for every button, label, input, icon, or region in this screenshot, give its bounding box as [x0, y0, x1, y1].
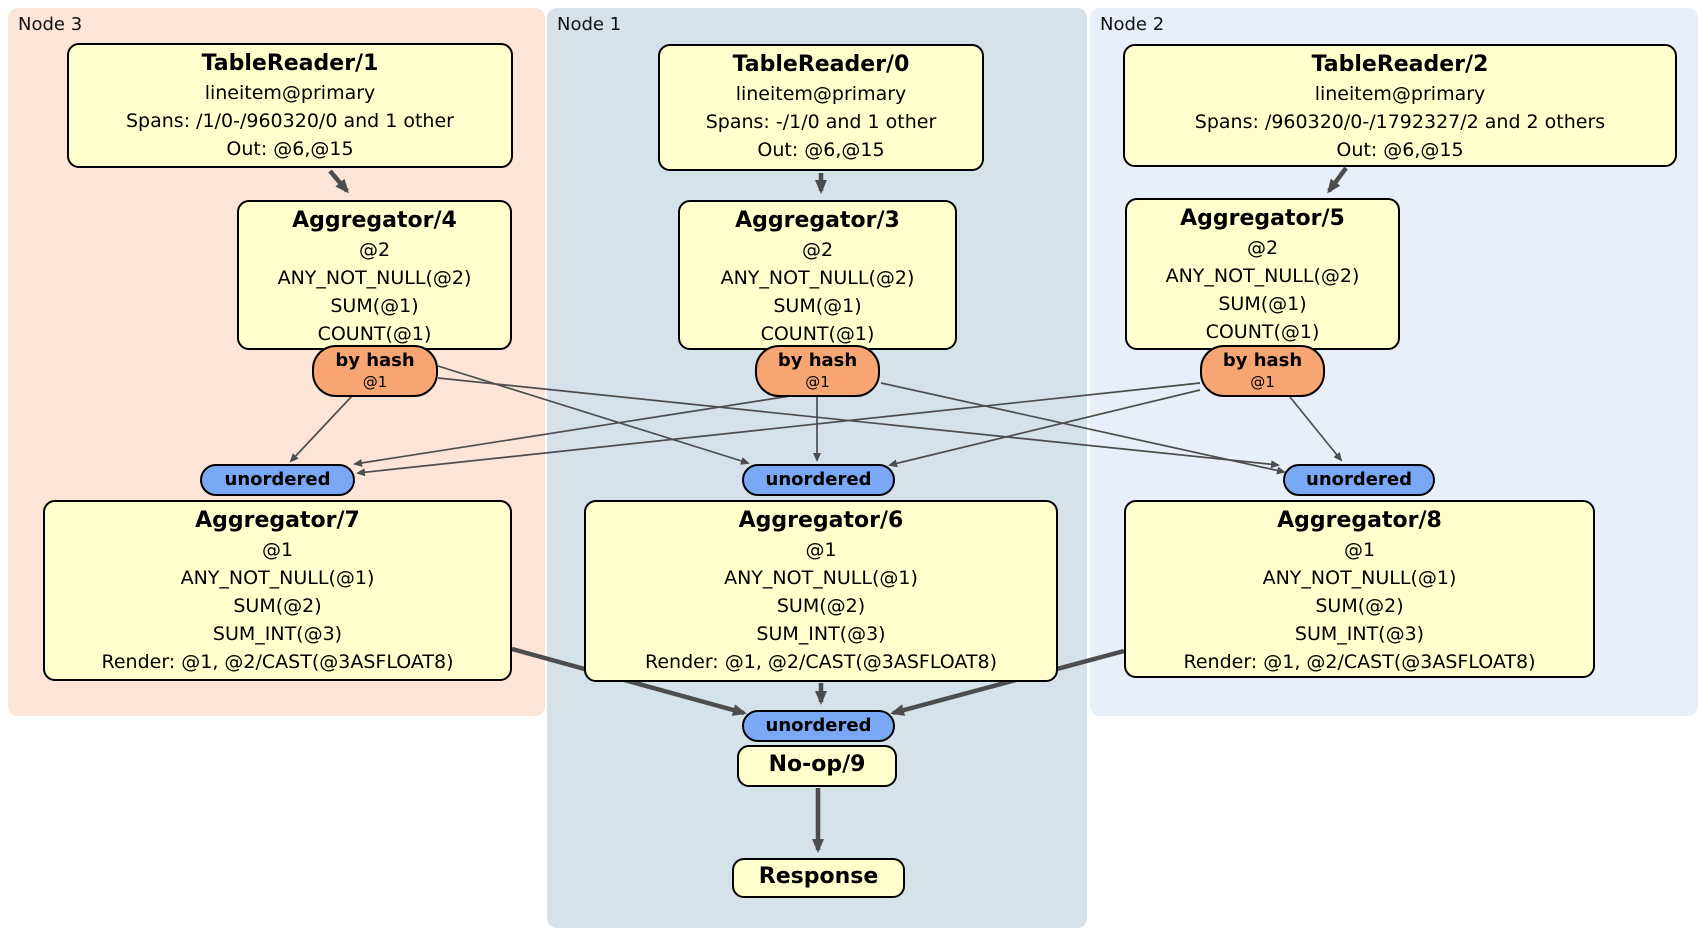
- router-label: by hash: [1222, 350, 1303, 371]
- processor-title: Aggregator/4: [292, 208, 457, 233]
- router-label: by hash: [777, 350, 858, 371]
- processor-title: No-op/9: [768, 752, 866, 777]
- processor-aggregator4: Aggregator/4 @2 ANY_NOT_NULL(@2) SUM(@1)…: [237, 200, 512, 350]
- router-detail: @1: [1250, 373, 1275, 391]
- processor-tablereader1: TableReader/1 lineitem@primary Spans: /1…: [67, 43, 513, 168]
- processor-detail: SUM(@2): [776, 595, 866, 617]
- processor-title: Aggregator/7: [195, 508, 360, 533]
- processor-tablereader0: TableReader/0 lineitem@primary Spans: -/…: [658, 44, 984, 171]
- processor-title: TableReader/0: [732, 52, 910, 77]
- processor-detail: ANY_NOT_NULL(@2): [1165, 265, 1360, 287]
- edge-aggregator8-to-unordered9: [890, 648, 1125, 716]
- processor-tablereader2: TableReader/2 lineitem@primary Spans: /9…: [1123, 44, 1677, 167]
- processor-detail: lineitem@primary: [735, 83, 907, 105]
- router-label: by hash: [335, 350, 415, 371]
- processor-detail: Render: @1, @2/CAST(@3ASFLOAT8): [1183, 651, 1536, 673]
- processor-detail: ANY_NOT_NULL(@2): [720, 267, 915, 289]
- stream-unordered-aggregator8: unordered: [1283, 464, 1435, 496]
- processor-detail: lineitem@primary: [204, 82, 376, 104]
- processor-detail: @2: [1246, 237, 1279, 259]
- processor-detail: @1: [1343, 539, 1376, 561]
- processor-detail: Spans: -/1/0 and 1 other: [705, 111, 937, 133]
- processor-detail: ANY_NOT_NULL(@1): [724, 567, 918, 589]
- processor-detail: @1: [261, 539, 294, 561]
- processor-aggregator7: Aggregator/7 @1 ANY_NOT_NULL(@1) SUM(@2)…: [43, 500, 512, 681]
- stream-unordered-aggregator6: unordered: [742, 464, 895, 496]
- stream-unordered-noop9: unordered: [742, 710, 895, 742]
- processor-detail: SUM(@1): [1218, 293, 1307, 315]
- stream-label: unordered: [1306, 469, 1412, 490]
- processor-title: Response: [758, 864, 879, 889]
- processor-detail: ANY_NOT_NULL(@1): [180, 567, 375, 589]
- router-byhash-node1: by hash @1: [755, 345, 880, 397]
- processor-detail: SUM(@2): [1315, 595, 1404, 617]
- processor-detail: SUM(@2): [233, 595, 322, 617]
- processor-detail: Out: @6,@15: [757, 139, 885, 161]
- processor-detail: ANY_NOT_NULL(@1): [1262, 567, 1457, 589]
- router-byhash-node2: by hash @1: [1200, 345, 1325, 397]
- router-detail: @1: [362, 373, 388, 391]
- stream-label: unordered: [765, 715, 872, 736]
- edge-byhash5-to-unordered8: [1289, 396, 1343, 462]
- edge-tablereader1-to-aggregator4: [328, 169, 349, 194]
- processor-detail: SUM(@1): [330, 295, 419, 317]
- edge-byhash5-to-unordered6: [888, 389, 1201, 468]
- processor-aggregator6: Aggregator/6 @1 ANY_NOT_NULL(@1) SUM(@2)…: [584, 500, 1058, 682]
- processor-detail: Spans: /960320/0-/1792327/2 and 2 others: [1194, 111, 1606, 133]
- processor-response: Response: [732, 858, 905, 898]
- processor-detail: COUNT(@1): [1205, 321, 1320, 343]
- edge-byhash4-to-unordered7: [289, 395, 353, 463]
- edge-tablereader2-to-aggregator5: [1327, 166, 1348, 194]
- processor-title: Aggregator/5: [1180, 206, 1345, 231]
- processor-detail: SUM_INT(@3): [756, 623, 886, 645]
- processor-aggregator5: Aggregator/5 @2 ANY_NOT_NULL(@2) SUM(@1)…: [1125, 198, 1400, 350]
- processor-aggregator3: Aggregator/3 @2 ANY_NOT_NULL(@2) SUM(@1)…: [678, 200, 957, 350]
- processor-detail: Out: @6,@15: [1336, 139, 1464, 161]
- edge-byhash3-to-unordered8: [880, 382, 1286, 475]
- processor-detail: ANY_NOT_NULL(@2): [277, 267, 472, 289]
- processor-title: Aggregator/8: [1277, 508, 1442, 533]
- node3-region-label: Node 3: [18, 14, 83, 35]
- processor-title: TableReader/2: [1311, 52, 1489, 77]
- stream-label: unordered: [765, 469, 872, 490]
- node2-region-label: Node 2: [1100, 14, 1165, 35]
- processor-detail: Out: @6,@15: [226, 138, 354, 160]
- processor-detail: Render: @1, @2/CAST(@3ASFLOAT8): [101, 651, 454, 673]
- processor-noop9: No-op/9: [737, 745, 897, 787]
- processor-detail: COUNT(@1): [760, 323, 875, 345]
- processor-detail: SUM(@1): [773, 295, 862, 317]
- processor-detail: Spans: /1/0-/960320/0 and 1 other: [126, 110, 454, 132]
- processor-detail: @2: [358, 239, 391, 261]
- router-detail: @1: [805, 373, 830, 391]
- processor-title: Aggregator/3: [735, 208, 900, 233]
- processor-detail: COUNT(@1): [317, 323, 432, 345]
- processor-detail: lineitem@primary: [1314, 83, 1486, 105]
- processor-title: Aggregator/6: [738, 508, 904, 533]
- processor-detail: SUM_INT(@3): [1294, 623, 1425, 645]
- processor-detail: @2: [801, 239, 834, 261]
- edge-byhash3-to-unordered7: [353, 395, 791, 467]
- router-byhash-node3: by hash @1: [312, 345, 438, 397]
- stream-unordered-aggregator7: unordered: [200, 464, 355, 496]
- edge-byhash5-to-unordered7: [356, 382, 1201, 477]
- processor-detail: SUM_INT(@3): [212, 623, 343, 645]
- processor-aggregator8: Aggregator/8 @1 ANY_NOT_NULL(@1) SUM(@2)…: [1124, 500, 1595, 678]
- processor-title: TableReader/1: [201, 51, 379, 76]
- edge-byhash4-to-unordered6: [437, 365, 750, 465]
- stream-label: unordered: [224, 469, 331, 490]
- node1-region-label: Node 1: [557, 14, 622, 35]
- processor-detail: Render: @1, @2/CAST(@3ASFLOAT8): [645, 651, 997, 673]
- edge-byhash4-to-unordered8: [437, 377, 1280, 469]
- processor-detail: @1: [805, 539, 837, 561]
